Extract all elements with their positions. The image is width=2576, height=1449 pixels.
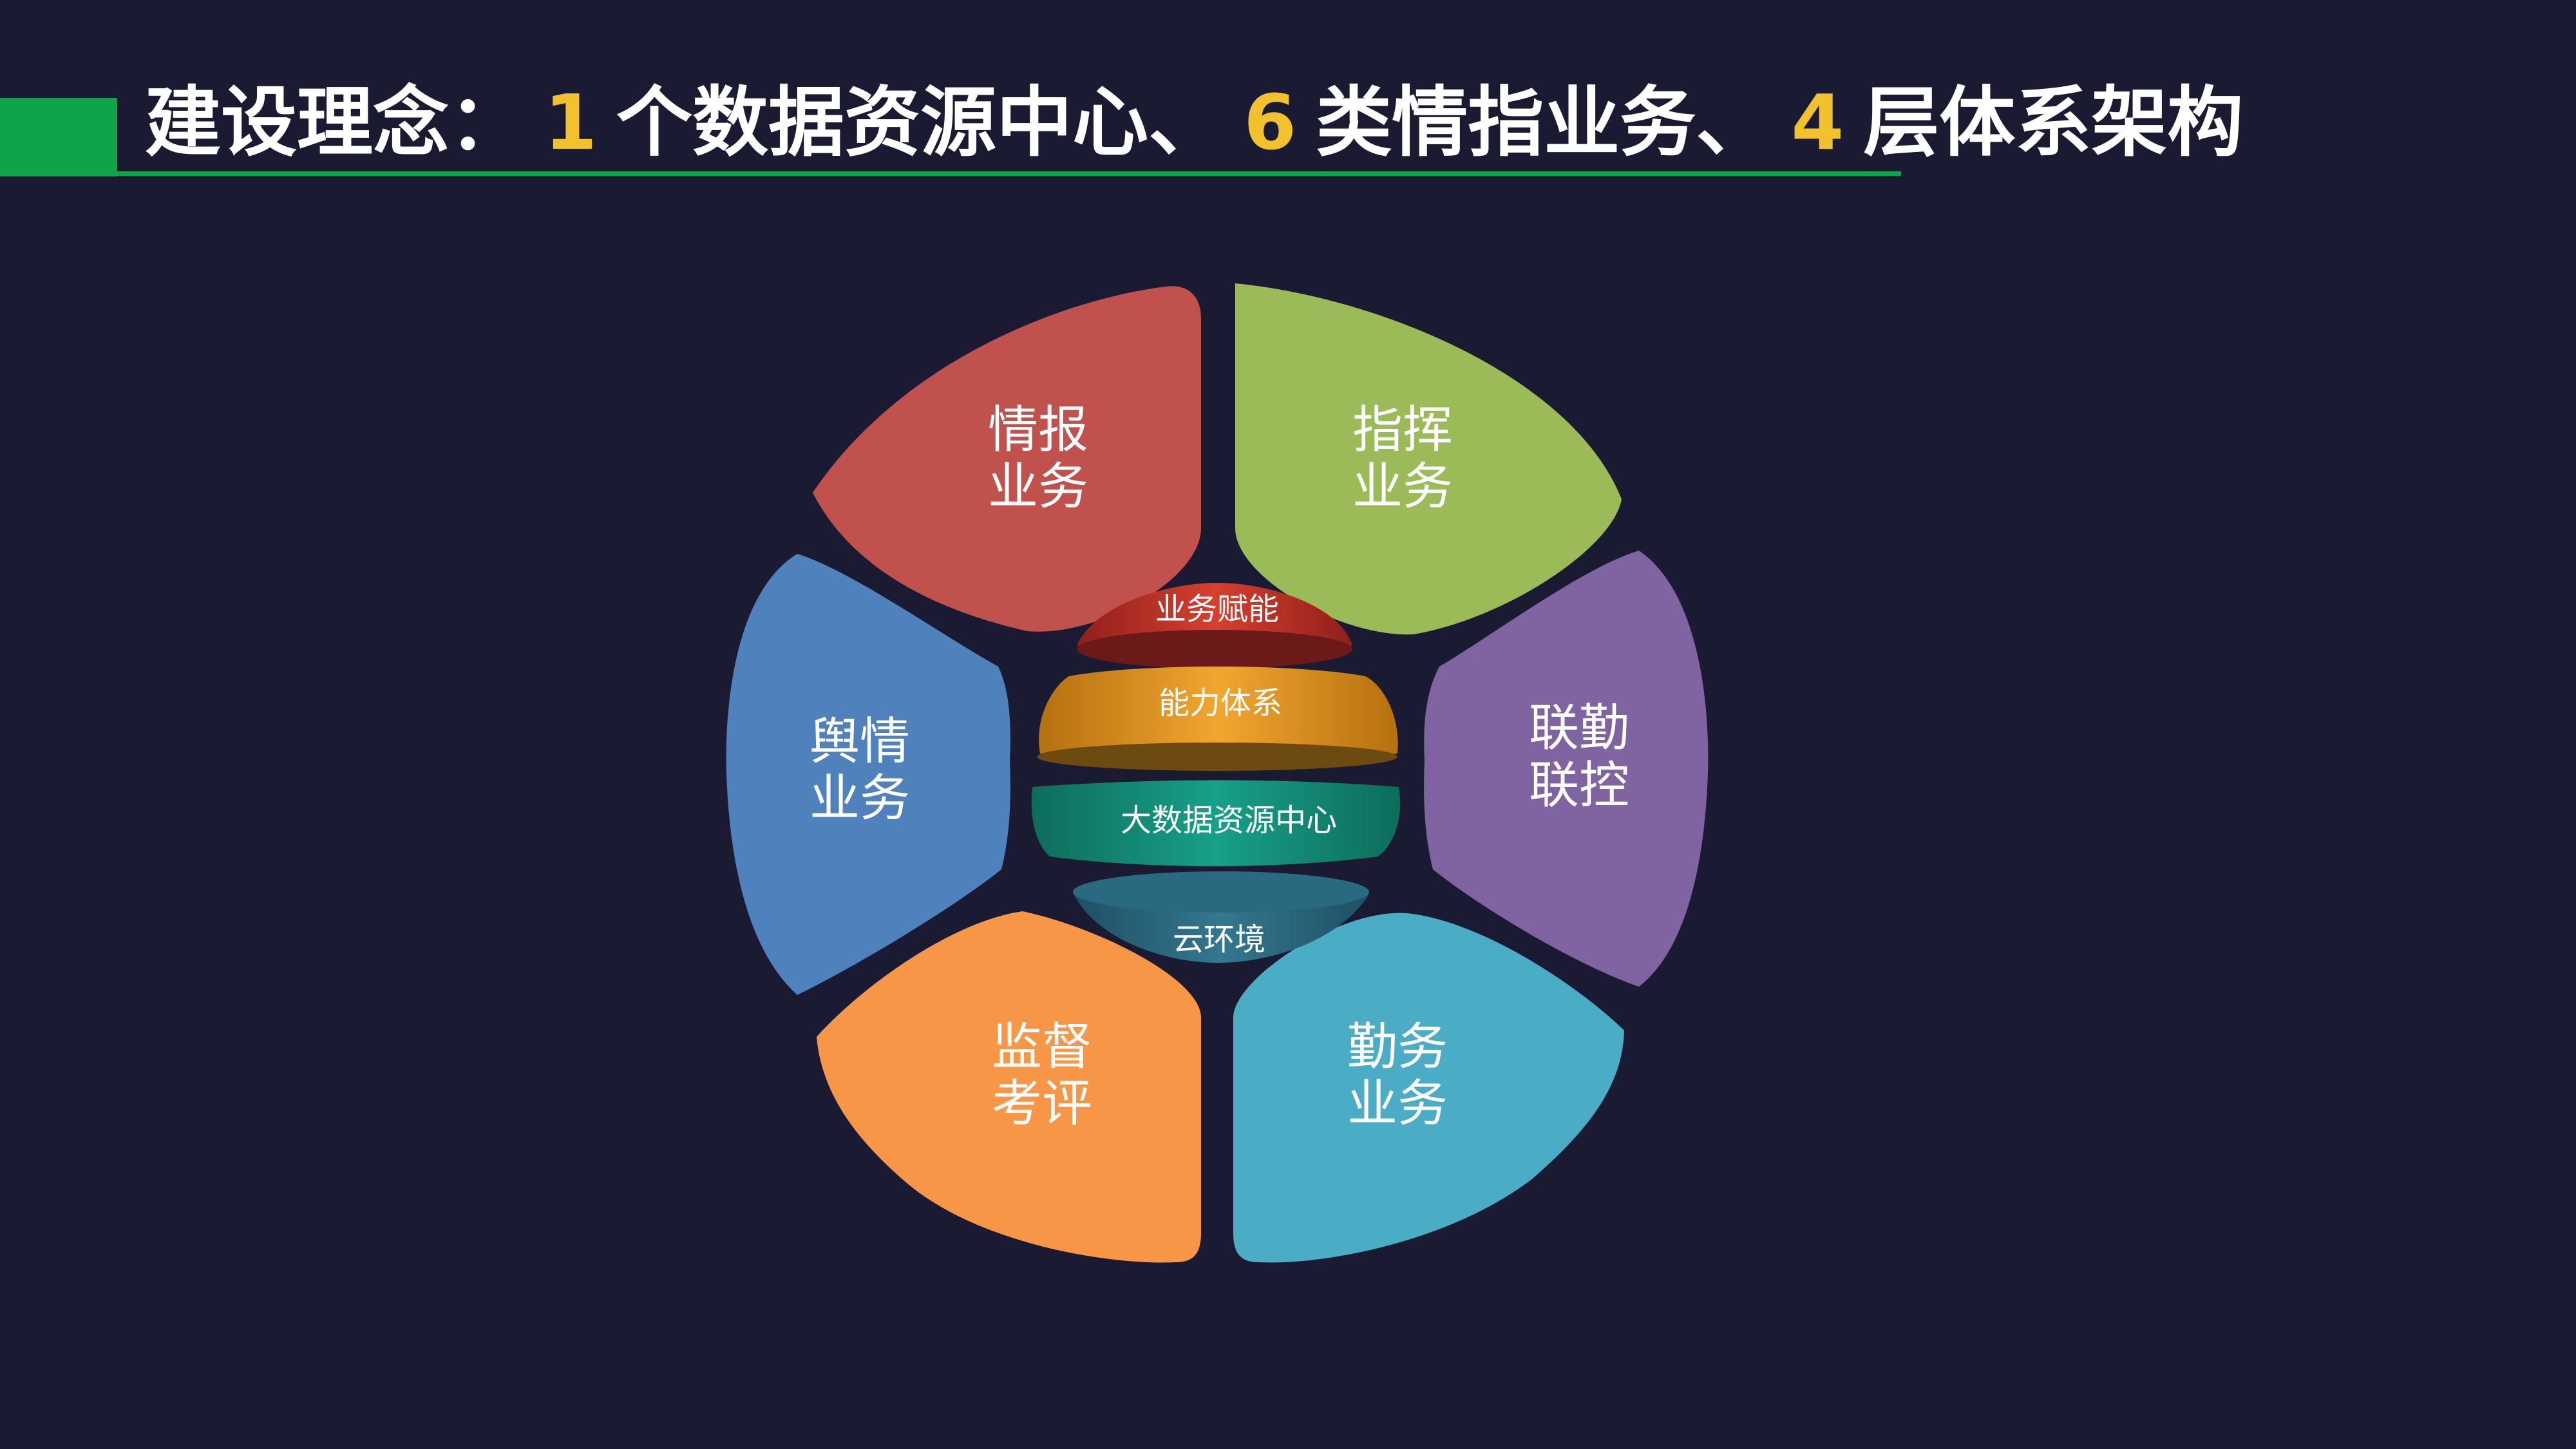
segment-label-joint-control-2: 联控: [1529, 757, 1629, 815]
title-part-2: 类情指业务、: [1316, 78, 1772, 167]
layer-label-big-data-center: 大数据资源中心: [1121, 802, 1337, 838]
segment-supervision: 监督 考评: [817, 911, 1201, 1263]
segment-label-duty-1: 勤务: [1347, 1018, 1448, 1076]
segment-shape-public-opinion: [726, 554, 1010, 995]
segment-shape-duty: [1233, 913, 1624, 1263]
segment-label-intelligence-2: 业务: [988, 458, 1088, 516]
segment-label-joint-control-1: 联勤: [1529, 699, 1629, 757]
title-number-1: 1: [544, 78, 598, 167]
layer-label-business-enablement: 业务赋能: [1155, 591, 1279, 627]
layer-label-cloud-environment: 云环境: [1173, 922, 1265, 958]
title-prefix: 建设理念：: [145, 78, 526, 167]
segment-label-command-1: 指挥: [1352, 401, 1453, 459]
segment-joint-control: 联勤 联控: [1424, 551, 1709, 987]
segment-label-duty-2: 业务: [1347, 1075, 1448, 1133]
segment-shape-joint-control: [1424, 551, 1709, 987]
layer-capability-system: 能力体系: [1037, 667, 1398, 771]
segment-label-supervision-2: 考评: [992, 1075, 1092, 1133]
segment-shape-command: [1235, 283, 1622, 635]
segment-intelligence: 情报 业务: [813, 286, 1201, 632]
title-part-3: 层体系架构: [1863, 78, 2244, 167]
layer-top-cloud-environment: [1073, 871, 1369, 913]
layer-shape-big-data-center: [1031, 780, 1401, 866]
segment-shape-supervision: [817, 911, 1201, 1263]
header-accent-bar: [0, 98, 117, 176]
segment-label-public-opinion-1: 舆情: [810, 713, 910, 771]
layer-shape-capability-system: [1039, 667, 1398, 766]
segment-label-command-2: 业务: [1352, 458, 1453, 516]
layer-base-business-enablement: [1077, 630, 1352, 668]
layer-base-capability-system: [1037, 743, 1397, 771]
title-part-1: 个数据资源中心、: [616, 78, 1225, 167]
segment-label-public-opinion-2: 业务: [810, 770, 910, 828]
segment-command: 指挥 业务: [1235, 283, 1622, 635]
segment-shape-intelligence: [813, 286, 1201, 632]
segment-label-supervision-1: 监督: [992, 1018, 1092, 1076]
header-underline: [117, 171, 1901, 176]
layer-business-enablement: 业务赋能: [1077, 583, 1352, 668]
segment-public-opinion: 舆情 业务: [726, 554, 1010, 995]
layer-label-capability-system: 能力体系: [1159, 685, 1282, 721]
title-number-2: 6: [1244, 78, 1297, 167]
segment-label-intelligence-1: 情报: [988, 401, 1088, 459]
layer-big-data-center: 大数据资源中心: [1031, 780, 1401, 866]
layer-cloud-environment: 云环境: [1073, 871, 1369, 963]
segment-duty: 勤务 业务: [1233, 913, 1624, 1263]
title-number-3: 4: [1791, 78, 1844, 167]
